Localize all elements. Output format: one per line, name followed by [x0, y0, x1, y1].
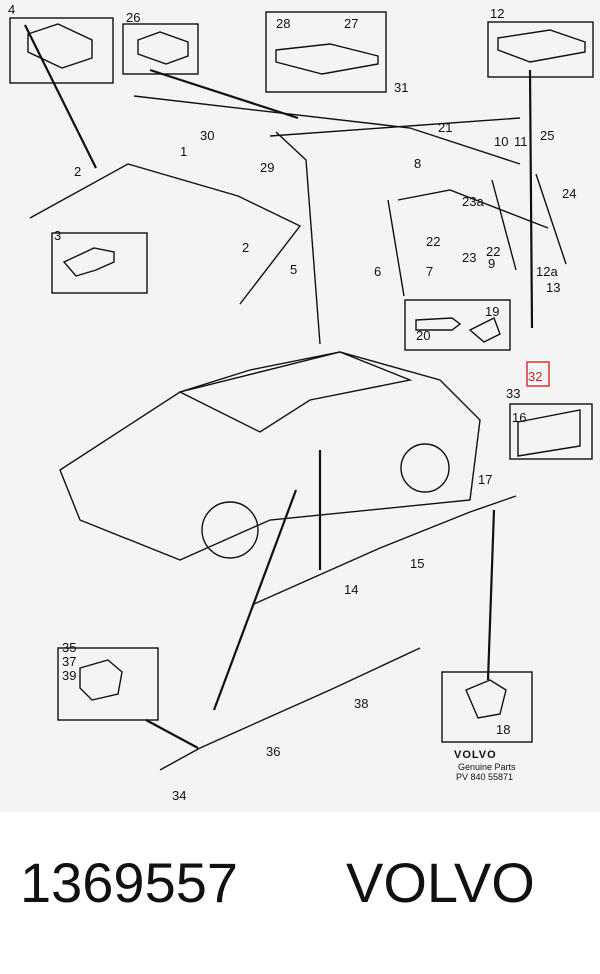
moulding-part-16 — [517, 409, 581, 457]
clip-part-39 — [79, 659, 123, 701]
moulding-22 — [397, 189, 549, 229]
diagram-drawing: 4 1 2 2 3 5 6 7 8 9 10 11 12 13 14 15 16… — [8, 2, 594, 803]
callout-31: 31 — [394, 80, 408, 95]
callout-15: 15 — [410, 556, 424, 571]
callout-2a: 2 — [74, 164, 81, 179]
caption-brand: VOLVO — [346, 851, 535, 914]
moulding-24 — [535, 173, 567, 265]
callout-32: 32 — [528, 369, 542, 384]
highlight-box-32 — [526, 361, 550, 387]
callout-20: 20 — [416, 328, 430, 343]
callout-22b: 22 — [486, 244, 500, 259]
inset-box-4 — [9, 17, 114, 84]
callout-16: 16 — [512, 410, 526, 425]
callout-13: 13 — [546, 280, 560, 295]
inset-box-3 — [51, 232, 148, 294]
car-glasshouse — [178, 351, 413, 433]
leader-4 — [24, 24, 97, 169]
leader-36 — [212, 489, 298, 711]
moulding-14-15-17 — [253, 495, 517, 605]
callout-8: 8 — [414, 156, 421, 171]
callout-26: 26 — [126, 10, 140, 25]
callout-23a: 23a — [462, 194, 484, 209]
clip-part-28 — [275, 43, 379, 75]
callout-29: 29 — [260, 160, 274, 175]
corner-part-3 — [62, 247, 115, 277]
callout-19: 19 — [485, 304, 499, 319]
moulding-5 — [275, 131, 321, 345]
callout-7: 7 — [426, 264, 433, 279]
callout-35: 35 — [62, 640, 76, 655]
callout-38: 38 — [354, 696, 368, 711]
callout-3: 3 — [54, 228, 61, 243]
moulding-21 — [269, 117, 521, 137]
part-number: 1369557 — [20, 851, 239, 914]
leader-18 — [486, 509, 496, 681]
moulding-31 — [133, 95, 521, 165]
inset-box-16 — [509, 403, 593, 460]
screw-part-19 — [468, 317, 501, 343]
inset-box-12 — [487, 21, 594, 78]
clip-part-4 — [27, 23, 93, 69]
callout-5: 5 — [290, 262, 297, 277]
callout-18: 18 — [496, 722, 510, 737]
callout-34: 34 — [172, 788, 186, 803]
leader-12 — [528, 69, 534, 329]
callout-14: 14 — [344, 582, 358, 597]
front-wheel — [201, 501, 259, 559]
catalog-reference: PV 840 55871 — [456, 772, 513, 782]
callout-9: 9 — [488, 256, 495, 271]
callout-21: 21 — [438, 120, 452, 135]
inset-box-19-20 — [404, 299, 511, 351]
parts-diagram: 4 1 2 2 3 5 6 7 8 9 10 11 12 13 14 15 16… — [0, 0, 600, 812]
callout-37: 37 — [62, 654, 76, 669]
callout-39: 39 — [62, 668, 76, 683]
callout-12a: 12a — [536, 264, 558, 279]
callout-22a: 22 — [426, 234, 440, 249]
inset-box-18 — [441, 671, 533, 743]
clip-part-18 — [465, 679, 507, 719]
leader-35 — [145, 719, 199, 749]
car-body — [59, 351, 481, 561]
moulding-34-36-38 — [159, 647, 421, 771]
moulding-10-11 — [491, 179, 517, 271]
callout-17: 17 — [478, 472, 492, 487]
callout-33: 33 — [506, 386, 520, 401]
caption-bar — [0, 812, 600, 974]
moulding-6-7 — [387, 199, 405, 297]
callout-11: 11 — [514, 134, 528, 149]
clip-part-12 — [497, 29, 586, 63]
callout-36: 36 — [266, 744, 280, 759]
inset-box-27-28 — [265, 11, 387, 93]
callout-1: 1 — [180, 144, 187, 159]
callout-12: 12 — [490, 6, 504, 21]
callout-24: 24 — [562, 186, 576, 201]
grommet-part-20 — [415, 317, 462, 331]
catalog-brand: VOLVO — [454, 749, 497, 761]
callout-23: 23 — [462, 250, 476, 265]
callout-4: 4 — [8, 2, 15, 17]
inset-box-35-39 — [57, 647, 159, 721]
moulding-1 — [29, 163, 302, 305]
callout-27: 27 — [344, 16, 358, 31]
callout-2b: 2 — [242, 240, 249, 255]
rear-wheel — [400, 443, 450, 493]
callout-25: 25 — [540, 128, 554, 143]
clip-part-26 — [137, 31, 189, 65]
callout-10: 10 — [494, 134, 508, 149]
callout-6: 6 — [374, 264, 381, 279]
catalog-genuine-parts: Genuine Parts — [458, 762, 516, 772]
callout-28: 28 — [276, 16, 290, 31]
callout-30: 30 — [200, 128, 214, 143]
leader-26 — [149, 68, 299, 120]
